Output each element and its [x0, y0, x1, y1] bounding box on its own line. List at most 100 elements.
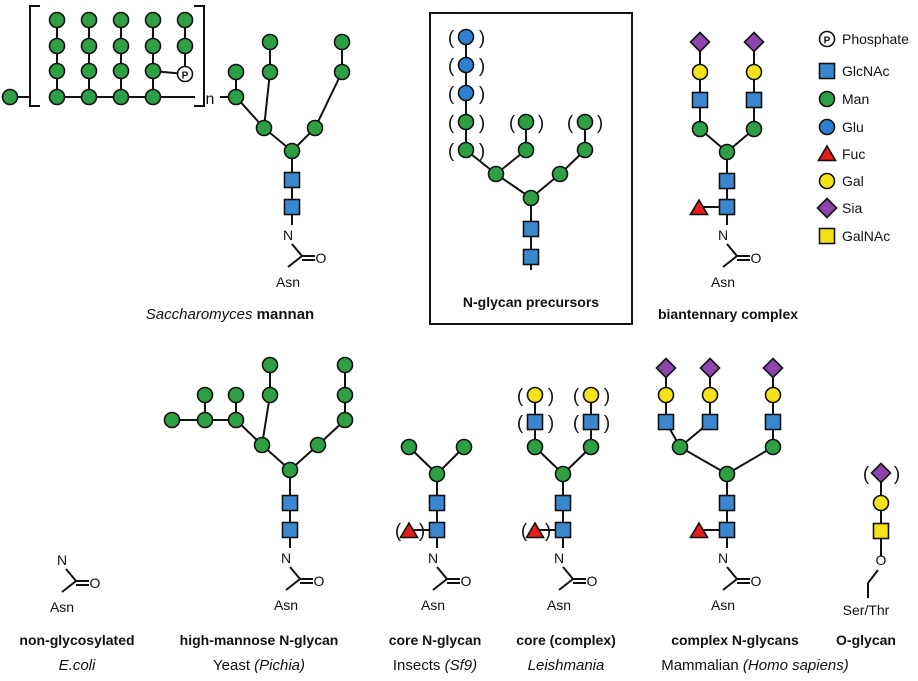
paren-close: )	[479, 84, 485, 105]
linkage-line	[558, 578, 574, 591]
mannose-circle	[112, 11, 130, 29]
mannose-circle	[163, 411, 181, 429]
glcnac-square	[554, 521, 572, 539]
mannose-circle	[261, 386, 279, 404]
caption-part: (Sf9)	[440, 657, 477, 674]
glcnac-square	[718, 521, 736, 539]
nitrogen-label: N	[57, 552, 67, 568]
caption-complex-n: complex N-glycans	[671, 632, 799, 648]
glcnac-square	[522, 220, 540, 238]
legend-galnac: GalNAc	[842, 228, 890, 244]
mannose-circle	[112, 88, 130, 106]
mannose-circle	[48, 11, 66, 29]
mannose-circle	[227, 88, 245, 106]
fucose-triangle	[689, 521, 709, 539]
oxygen-label: O	[461, 573, 472, 589]
galnac-square	[818, 227, 836, 245]
galactose-circle	[745, 63, 763, 81]
oxygen-label: O	[314, 573, 325, 589]
caption-insects-sf9: Insects (Sf9)	[393, 657, 477, 674]
bracket-left	[29, 5, 40, 107]
mannose-circle	[333, 33, 351, 51]
fucose-triangle	[399, 521, 419, 539]
mannose-circle	[582, 438, 600, 456]
mannose-circle	[196, 386, 214, 404]
paren-open: (	[573, 413, 580, 434]
linkage-line	[722, 578, 738, 591]
paren-open: (	[448, 141, 455, 162]
glcnac-square	[745, 91, 763, 109]
mannose-circle	[196, 411, 214, 429]
caption-part: mannan	[253, 306, 315, 323]
ser-thr-label: Ser/Thr	[843, 602, 890, 618]
paren-open: (	[567, 113, 574, 134]
paren-close: )	[604, 413, 610, 434]
asn-label: Asn	[711, 597, 735, 613]
paren-close: )	[479, 141, 485, 162]
nitrogen-label: N	[283, 227, 293, 243]
caption-oglycan: O-glycan	[836, 632, 896, 648]
glcnac-square	[526, 413, 544, 431]
linkage-line	[263, 71, 271, 129]
mannose-circle	[691, 120, 709, 138]
oxygen-label: O	[751, 250, 762, 266]
legend-sia: Sia	[842, 200, 862, 216]
mannose-circle	[176, 11, 194, 29]
mannose-circle	[261, 33, 279, 51]
legend-phosphate-symbol: P	[824, 36, 831, 47]
glcnac-square	[522, 248, 540, 266]
mannose-circle	[457, 113, 475, 131]
mannose-circle	[306, 119, 324, 137]
mannose-circle	[48, 88, 66, 106]
legend-fuc: Fuc	[842, 146, 865, 162]
mannose-circle	[1, 88, 19, 106]
nitrogen-label: N	[554, 550, 564, 566]
mannose-circle	[764, 438, 782, 456]
glcnac-square	[691, 91, 709, 109]
galactose-circle	[582, 386, 600, 404]
mannose-circle	[551, 165, 569, 183]
mannose-circle	[176, 37, 194, 55]
mannose-circle	[144, 37, 162, 55]
mannose-circle	[281, 461, 299, 479]
glcnac-square	[428, 521, 446, 539]
mannose-circle	[48, 62, 66, 80]
sialic-acid-diamond	[743, 31, 765, 53]
precursor-box	[429, 12, 633, 325]
caption-part: Insects	[393, 657, 441, 674]
mannose-circle	[227, 411, 245, 429]
oxygen-label: O	[751, 573, 762, 589]
paren-open: (	[448, 113, 455, 134]
glcnac-square	[281, 521, 299, 539]
mannose-circle	[336, 386, 354, 404]
paren-close: )	[604, 386, 610, 407]
mannose-circle	[428, 465, 446, 483]
nitrogen-label: N	[428, 550, 438, 566]
mannose-circle	[517, 113, 535, 131]
glcnac-square	[428, 494, 446, 512]
oxygen-label: O	[587, 573, 598, 589]
legend-glu: Glu	[842, 119, 864, 135]
galactose-circle	[872, 494, 890, 512]
mannose-circle	[255, 119, 273, 137]
paren-open: (	[573, 386, 580, 407]
linkage-line	[432, 578, 448, 591]
linkage-line	[285, 578, 301, 591]
caption-part: (Pichia)	[250, 657, 305, 674]
legend-gal: Gal	[842, 173, 864, 189]
mannose-circle	[457, 141, 475, 159]
nitrogen-label: N	[718, 550, 728, 566]
mannose-circle	[80, 11, 98, 29]
paren-open: (	[448, 56, 455, 77]
glcnac-square	[554, 494, 572, 512]
paren-open: (	[517, 386, 524, 407]
mannose-circle	[112, 62, 130, 80]
paren-open: (	[448, 28, 455, 49]
caption-precursors: N-glycan precursors	[463, 294, 599, 310]
linkage-line	[562, 566, 574, 580]
glcnac-square	[701, 413, 719, 431]
mannose-circle	[718, 143, 736, 161]
linkage-line	[726, 243, 738, 257]
